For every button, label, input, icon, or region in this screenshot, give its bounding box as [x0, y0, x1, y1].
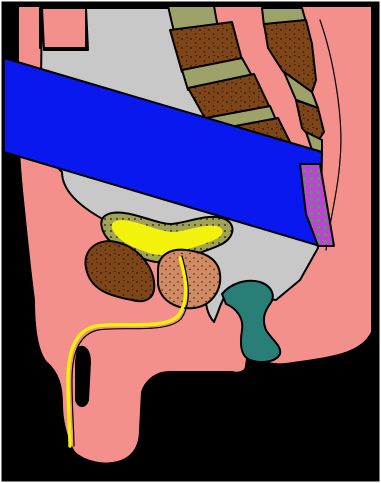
inner-pocket — [76, 347, 90, 406]
prostate[interactable] — [158, 250, 220, 309]
upper-tissue-notch — [40, 8, 86, 48]
